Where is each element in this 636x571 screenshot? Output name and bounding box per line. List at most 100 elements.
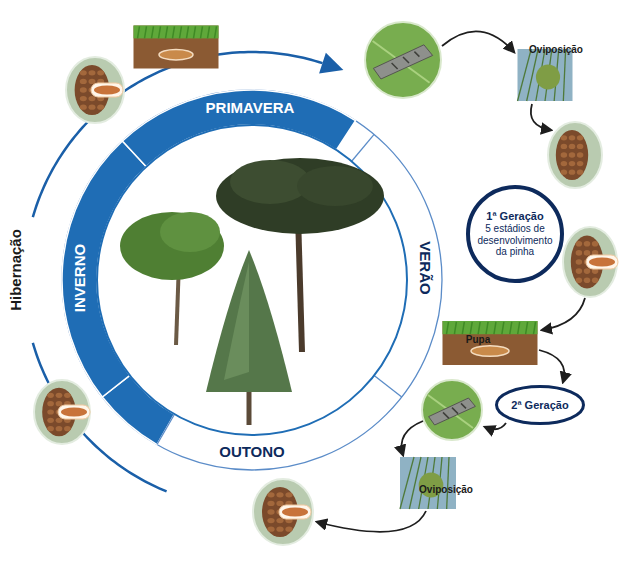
grass-blade — [510, 322, 512, 334]
cone-scale — [80, 105, 87, 110]
cone-scale — [80, 87, 87, 92]
arrow-head — [319, 53, 343, 74]
cone-scale — [47, 401, 54, 406]
grass-blade — [462, 322, 464, 334]
photo-background — [365, 22, 441, 98]
season-band-label: OUTONO — [215, 441, 289, 462]
generation-circle: 1ª Geração5 estádios de desenvolvimento … — [466, 185, 564, 283]
cone-scale — [577, 135, 583, 140]
pupa — [471, 346, 509, 357]
cone-scale — [584, 277, 590, 283]
cone-scale — [89, 79, 96, 84]
tree-crown — [297, 166, 373, 206]
pine-cone-photo — [548, 122, 602, 188]
cone-scale — [267, 518, 274, 523]
cone-scale — [285, 527, 292, 532]
photo-background — [34, 380, 90, 444]
node-heading: OUTONO — [219, 443, 285, 460]
season-divider — [374, 375, 402, 397]
grass-blade — [194, 26, 196, 38]
grass-blade — [454, 322, 456, 334]
cone-scale — [584, 241, 590, 247]
cycle-arrow — [531, 104, 551, 130]
season-band-label: VERÃO — [414, 237, 435, 298]
cone-scale — [267, 492, 274, 497]
cone-scale — [64, 393, 71, 398]
grass — [443, 321, 538, 334]
cone-scale — [576, 250, 582, 256]
grass-blade — [201, 26, 203, 38]
tree-crown — [120, 212, 224, 280]
cone-scale — [47, 393, 54, 398]
cone-scale — [592, 241, 598, 247]
node-body: 5 estádios de desenvolvimento da pinha — [473, 223, 557, 258]
larva — [94, 86, 120, 95]
cone-scale — [577, 152, 583, 157]
cone-scale — [276, 518, 283, 523]
grass-blade — [502, 322, 504, 334]
larva — [589, 258, 615, 267]
cone-scale — [47, 426, 54, 431]
cone-scale — [285, 492, 292, 497]
tree-crown — [206, 250, 292, 392]
photo-background — [66, 57, 124, 123]
moth-photo — [422, 380, 482, 440]
larva — [61, 408, 87, 417]
cycle-arrow — [485, 423, 506, 429]
grass-blade — [166, 26, 168, 38]
pine-cone-photo — [253, 479, 313, 545]
cone-scale — [576, 241, 582, 247]
grass-blade — [470, 322, 472, 334]
cone-scale — [577, 144, 583, 149]
cone-scale — [80, 79, 87, 84]
cone-scale — [569, 135, 575, 140]
cycle-arrow — [539, 350, 564, 382]
stage-label: Oviposição — [128, 485, 636, 497]
cone-scale — [561, 144, 567, 149]
illustration-group — [33, 22, 618, 545]
node-heading: 1ª Geração — [486, 210, 543, 223]
cone-scale — [569, 152, 575, 157]
larva-frame — [58, 405, 90, 419]
cone-scale — [47, 418, 54, 423]
cone-scale — [276, 527, 283, 532]
photo-background — [400, 457, 456, 509]
oviposition-photo — [518, 49, 573, 101]
cone-scale — [576, 268, 582, 274]
tree-crown — [160, 212, 220, 252]
pine-cone-photo — [34, 380, 90, 444]
cone-scale — [267, 509, 274, 514]
cone-scale — [577, 161, 583, 166]
cone-scale — [584, 268, 590, 274]
larva-frame — [279, 505, 311, 519]
stage-label: Pupa — [160, 334, 636, 346]
cone-scale — [561, 161, 567, 166]
soil-photo — [134, 26, 219, 69]
cone-scale — [64, 426, 71, 431]
moth — [373, 45, 432, 79]
larva-frame — [586, 255, 618, 269]
pine-cone-photo — [66, 57, 124, 123]
pine-needle — [518, 49, 532, 101]
phase-label: Hibernação — [7, 0, 24, 571]
cone-scale — [584, 250, 590, 256]
grass-blade — [447, 322, 449, 334]
generation-circle-border — [468, 187, 562, 281]
cone-scale — [89, 70, 96, 75]
ring-outline — [62, 90, 442, 470]
season-ring — [62, 90, 442, 470]
cone-scale — [561, 170, 567, 175]
cone-scale — [576, 259, 582, 265]
tree-crown — [216, 158, 384, 234]
grass — [134, 26, 219, 39]
grass-blade — [145, 26, 147, 38]
grass-blade — [187, 26, 189, 38]
season-band-label: INVERNO — [69, 240, 90, 316]
pine-cone-photo — [563, 227, 618, 297]
grass-blade — [478, 322, 480, 334]
inner-circle — [97, 125, 407, 435]
cone-scale — [576, 277, 582, 283]
cone-scale — [47, 409, 54, 414]
